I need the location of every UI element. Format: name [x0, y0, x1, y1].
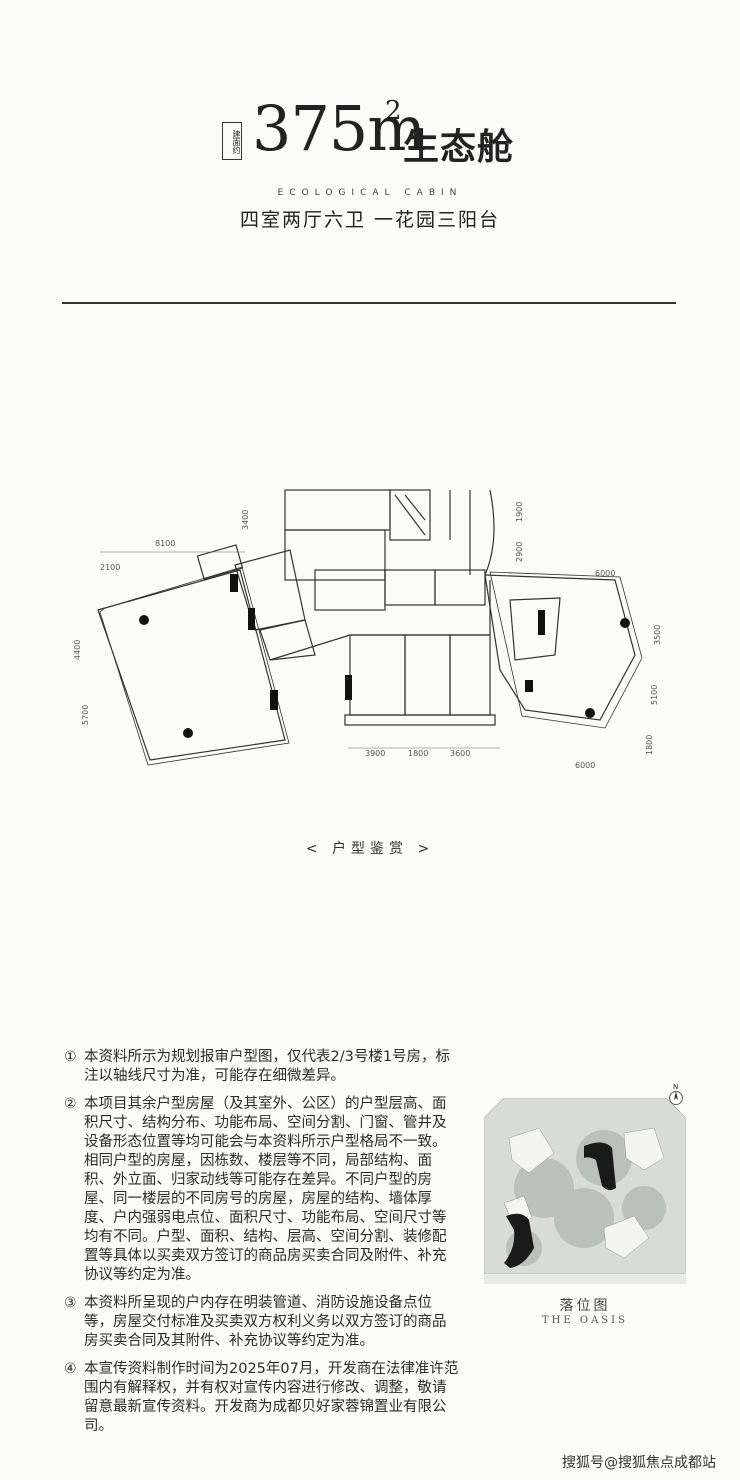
floorplan-caption: < 户型鉴赏 > — [305, 841, 435, 857]
wall-block — [248, 608, 255, 630]
dim-left-v2: 5700 — [81, 705, 90, 725]
dim-bottom-2: 1800 — [408, 749, 428, 758]
center-bedroom-a — [349, 634, 406, 716]
right-curve — [484, 489, 495, 576]
stair — [389, 489, 431, 541]
dim-right-top-v2: 2900 — [515, 542, 524, 562]
divider — [62, 302, 676, 304]
wall-block — [345, 675, 352, 700]
dim-right-bottom: 6000 — [575, 761, 595, 770]
highlight-building — [584, 1142, 616, 1191]
left-wing-outline — [97, 569, 286, 761]
unit-name: 生态舱 — [403, 127, 515, 168]
floor-plan: 8100 2100 3400 1900 2900 4400 5700 3900 … — [73, 489, 662, 770]
note-item: ② 本项目其余户型房屋（及其室外、公区）的户型层高、面积尺寸、结构分布、功能布局… — [64, 1095, 460, 1285]
site-plan-map — [484, 1098, 686, 1284]
note-text: 本资料所示为规划报审户型图，仅代表2/3号楼1号房，标注以轴线尺寸为准，可能存在… — [84, 1049, 451, 1084]
dim-right-top-v1: 1900 — [515, 502, 524, 522]
dim-right-v1: 3500 — [653, 625, 662, 645]
note-item: ① 本资料所示为规划报审户型图，仅代表2/3号楼1号房，标注以轴线尺寸为准，可能… — [64, 1048, 460, 1086]
dim-right-v2: 5100 — [650, 685, 659, 705]
wall-block — [270, 690, 278, 710]
layout-description: 四室两厅六卫 一花园三阳台 — [239, 209, 501, 231]
center-bedroom-b — [404, 634, 451, 716]
note-number: ③ — [64, 1295, 77, 1311]
column — [139, 615, 149, 625]
dim-bottom-3: 3600 — [450, 749, 470, 758]
right-wing-outline — [484, 574, 636, 721]
left-balcony — [196, 544, 244, 580]
column — [620, 618, 630, 628]
right-bedroom — [509, 597, 561, 661]
area-value: 375m — [252, 92, 426, 165]
note-text: 本资料所呈现的户内存在明装管道、消防设施设备点位等，房屋交付标准及买卖双方权利义… — [84, 1295, 447, 1349]
english-subtitle: ECOLOGICAL CABIN — [277, 188, 463, 198]
site-plan-caption: 落位图 — [559, 1298, 611, 1314]
area-badge: 建面约 — [222, 122, 242, 160]
note-number: ① — [64, 1049, 77, 1065]
note-item: ③ 本资料所呈现的户内存在明装管道、消防设施设备点位等，房屋交付标准及买卖双方权… — [64, 1294, 460, 1351]
dim-right-top: 6000 — [595, 569, 615, 578]
left-bath — [259, 619, 316, 661]
center-balcony — [344, 714, 496, 726]
center-room-2 — [384, 569, 436, 606]
center-room-1 — [314, 569, 386, 611]
dim-right-v3: 1800 — [645, 735, 654, 755]
column — [585, 708, 595, 718]
wall-block — [525, 680, 533, 692]
compass-icon: N — [669, 1083, 683, 1105]
lobby — [284, 529, 386, 581]
column — [183, 728, 193, 738]
center-bedroom-c — [449, 634, 491, 716]
site-plan-caption-english: THE OASIS — [542, 1315, 628, 1326]
dim-left-top-v: 3400 — [241, 510, 250, 530]
wall-block — [230, 574, 238, 592]
left-wing-terrace — [99, 566, 290, 766]
watermark: 搜狐号@搜狐焦点成都站 — [562, 1455, 716, 1471]
disclaimer-notes: ① 本资料所示为规划报审户型图，仅代表2/3号楼1号房，标注以轴线尺寸为准，可能… — [64, 1048, 460, 1445]
dim-top-left-small: 2100 — [100, 563, 120, 572]
note-text: 本项目其余户型房屋（及其室外、公区）的户型层高、面积尺寸、结构分布、功能布局、空… — [84, 1096, 447, 1283]
note-text: 本宣传资料制作时间为2025年07月，开发商在法律准许范围内有解释权，并有权对宣… — [84, 1361, 459, 1434]
note-number: ④ — [64, 1361, 77, 1377]
elevator-core — [284, 489, 391, 531]
note-item: ④ 本宣传资料制作时间为2025年07月，开发商在法律准许范围内有解释权，并有权… — [64, 1360, 460, 1436]
area-unit-superscript: 2 — [385, 96, 402, 126]
svg-text:N: N — [673, 1083, 678, 1091]
right-wing-terrace — [489, 571, 643, 729]
highlight-building — [504, 1213, 534, 1268]
note-number: ② — [64, 1096, 77, 1112]
dim-top-left: 8100 — [155, 539, 175, 548]
center-room-3 — [434, 569, 486, 606]
dim-left-v1: 4400 — [73, 640, 82, 660]
wall-block — [538, 610, 545, 635]
dim-bottom-1: 3900 — [365, 749, 385, 758]
